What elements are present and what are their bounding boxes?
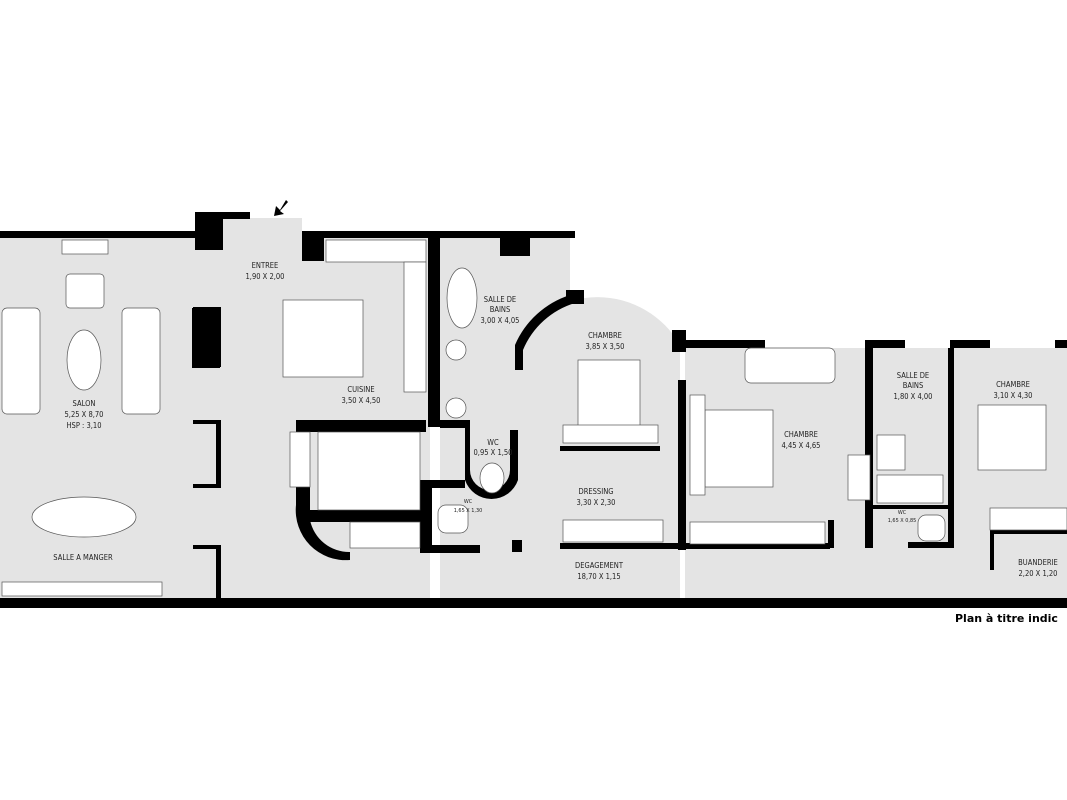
room-entree-dims: 1,90 X 2,00 <box>246 272 285 281</box>
room-wc1-name: WC <box>487 438 499 447</box>
furniture <box>1 239 1067 597</box>
room-sdb1-dims: 3,00 X 4,05 <box>481 316 520 325</box>
room-sdb1-name: SALLE DE <box>484 295 516 304</box>
arrow-down-left-icon <box>274 200 288 216</box>
room-chambre1-name: CHAMBRE <box>588 331 622 340</box>
walls <box>0 212 1067 608</box>
room-salle-a-manger-name: SALLE A MANGER <box>53 553 113 562</box>
room-buanderie-dims: 2,20 X 1,20 <box>1019 569 1058 578</box>
room-wc3-dims: 1,65 X 0,85 <box>888 518 917 524</box>
room-degagement-name: DEGAGEMENT <box>575 561 624 570</box>
room-sdb2-name2: BAINS <box>903 381 924 390</box>
room-chambre1-dims: 3,85 X 3,50 <box>586 342 625 351</box>
room-chambre3-dims: 3,10 X 4,30 <box>994 391 1033 400</box>
room-dressing-dims: 3,30 X 2,30 <box>577 498 616 507</box>
room-cuisine-dims: 3,50 X 4,50 <box>342 396 381 405</box>
room-salon-hsp: HSP : 3,10 <box>66 421 101 430</box>
room-salon-dims: 5,25 X 8,70 <box>65 410 104 419</box>
disclaimer-note: Plan à titre indic <box>955 612 1058 625</box>
room-wc1-dims: 0,95 X 1,50 <box>474 448 513 457</box>
room-cuisine-name: CUISINE <box>347 385 374 394</box>
room-wc2-dims: 1,65 X 1,30 <box>454 508 483 514</box>
room-wc3-name: WC <box>898 510 907 516</box>
room-degagement-dims: 18,70 X 1,15 <box>577 572 620 581</box>
room-sdb2-name: SALLE DE <box>897 371 929 380</box>
room-labels: ENTREE 1,90 X 2,00 SALON 5,25 X 8,70 HSP… <box>53 261 1058 581</box>
room-buanderie-name: BUANDERIE <box>1018 558 1058 567</box>
room-sdb2-dims: 1,80 X 4,00 <box>894 392 933 401</box>
room-chambre2-dims: 4,45 X 4,65 <box>782 441 821 450</box>
room-wc2-name: WC <box>464 499 473 505</box>
room-salon-name: SALON <box>73 399 96 408</box>
room-sdb1-name2: BAINS <box>490 305 511 314</box>
room-chambre3-name: CHAMBRE <box>996 380 1030 389</box>
room-dressing-name: DRESSING <box>579 487 614 496</box>
room-chambre2-name: CHAMBRE <box>784 430 818 439</box>
room-entree-name: ENTREE <box>252 261 279 270</box>
